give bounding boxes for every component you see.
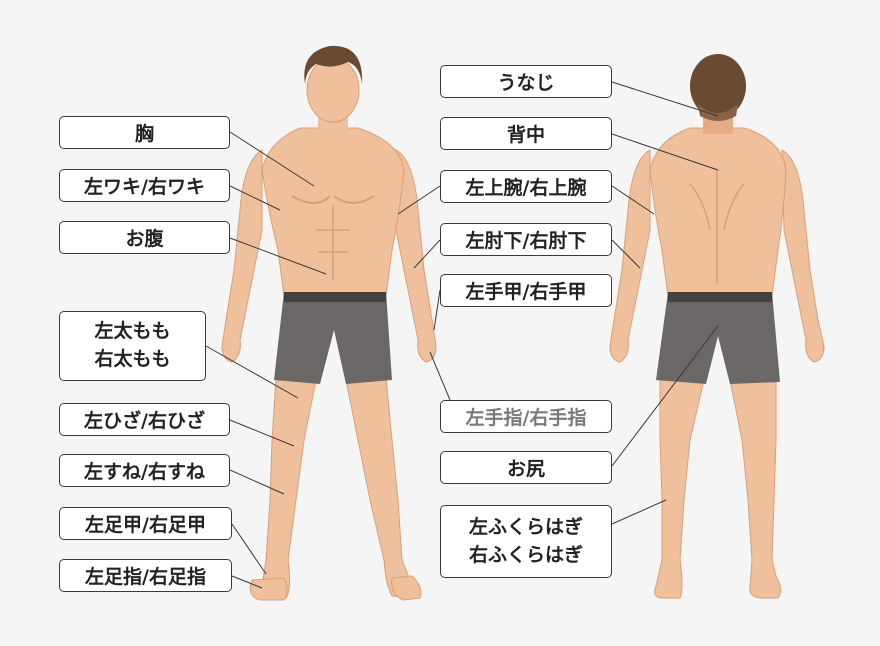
leader-upper-arms-front (397, 185, 441, 215)
back-legs (654, 377, 782, 599)
front-face (306, 57, 360, 123)
leader-belly (229, 237, 327, 275)
front-right-arm (395, 149, 437, 363)
back-torso (649, 127, 787, 297)
label-thighs-line1: 左太もも (94, 320, 171, 343)
label-back: 背中 (440, 117, 612, 150)
label-armpits: 左ワキ/右ワキ (59, 169, 230, 202)
label-upper-arms: 左上腕/右上腕 (440, 170, 612, 203)
leader-buttocks (611, 325, 719, 467)
back-spine-shading (689, 170, 745, 284)
back-shorts (656, 292, 780, 384)
back-left-arm (609, 149, 651, 363)
back-nape-shadow (698, 104, 738, 121)
label-belly: お腹 (59, 221, 230, 254)
leader-armpits (229, 185, 281, 211)
leader-calves (611, 499, 667, 525)
label-nape: うなじ (440, 65, 612, 98)
label-hand-backs: 左手甲/右手甲 (440, 274, 612, 307)
label-forearms: 左肘下/右肘下 (440, 223, 612, 256)
back-head (690, 54, 746, 118)
label-shins: 左すね/右すね (59, 454, 230, 487)
leader-nape (611, 81, 719, 117)
label-toes: 左足指/右足指 (59, 559, 232, 592)
back-waistband (668, 292, 772, 302)
leader-instep (231, 523, 267, 575)
leader-forearms-back (611, 239, 641, 269)
label-calves-line1: 左ふくらはぎ (468, 515, 583, 538)
front-legs (258, 377, 416, 599)
leader-chest (229, 131, 315, 187)
leader-knees (229, 419, 295, 447)
leader-upper-arms-back (611, 185, 655, 215)
front-shorts (274, 292, 392, 384)
label-fingers: 左手指/右手指 (440, 400, 612, 433)
label-knees: 左ひざ/右ひざ (59, 403, 230, 436)
label-thighs-line2: 右太もも (94, 348, 171, 370)
front-waistband (284, 292, 386, 302)
label-chest: 胸 (59, 116, 230, 149)
label-instep: 左足甲/右足甲 (59, 507, 232, 540)
front-ab-shading (316, 205, 350, 280)
leader-forearms-front (413, 239, 441, 269)
back-figure (609, 54, 825, 599)
leader-hand-backs (433, 289, 441, 331)
front-hair (304, 45, 363, 84)
front-figure (221, 45, 437, 601)
label-calves-line2: 右ふくらはぎ (468, 543, 583, 566)
label-calves: 左ふくらはぎ 右ふくらはぎ (440, 505, 612, 578)
leader-shins (229, 469, 285, 495)
front-left-foot (249, 577, 288, 601)
leader-thighs (205, 345, 299, 399)
leader-toes (231, 575, 263, 589)
label-buttocks: お尻 (440, 451, 612, 484)
leader-back (611, 133, 719, 171)
leader-fingers (429, 351, 451, 401)
label-thighs: 左太もも 右太もも (59, 311, 206, 381)
front-chest-shading (291, 195, 375, 204)
leader-lines (205, 81, 719, 589)
back-right-arm (781, 149, 825, 363)
front-right-foot (391, 575, 422, 601)
